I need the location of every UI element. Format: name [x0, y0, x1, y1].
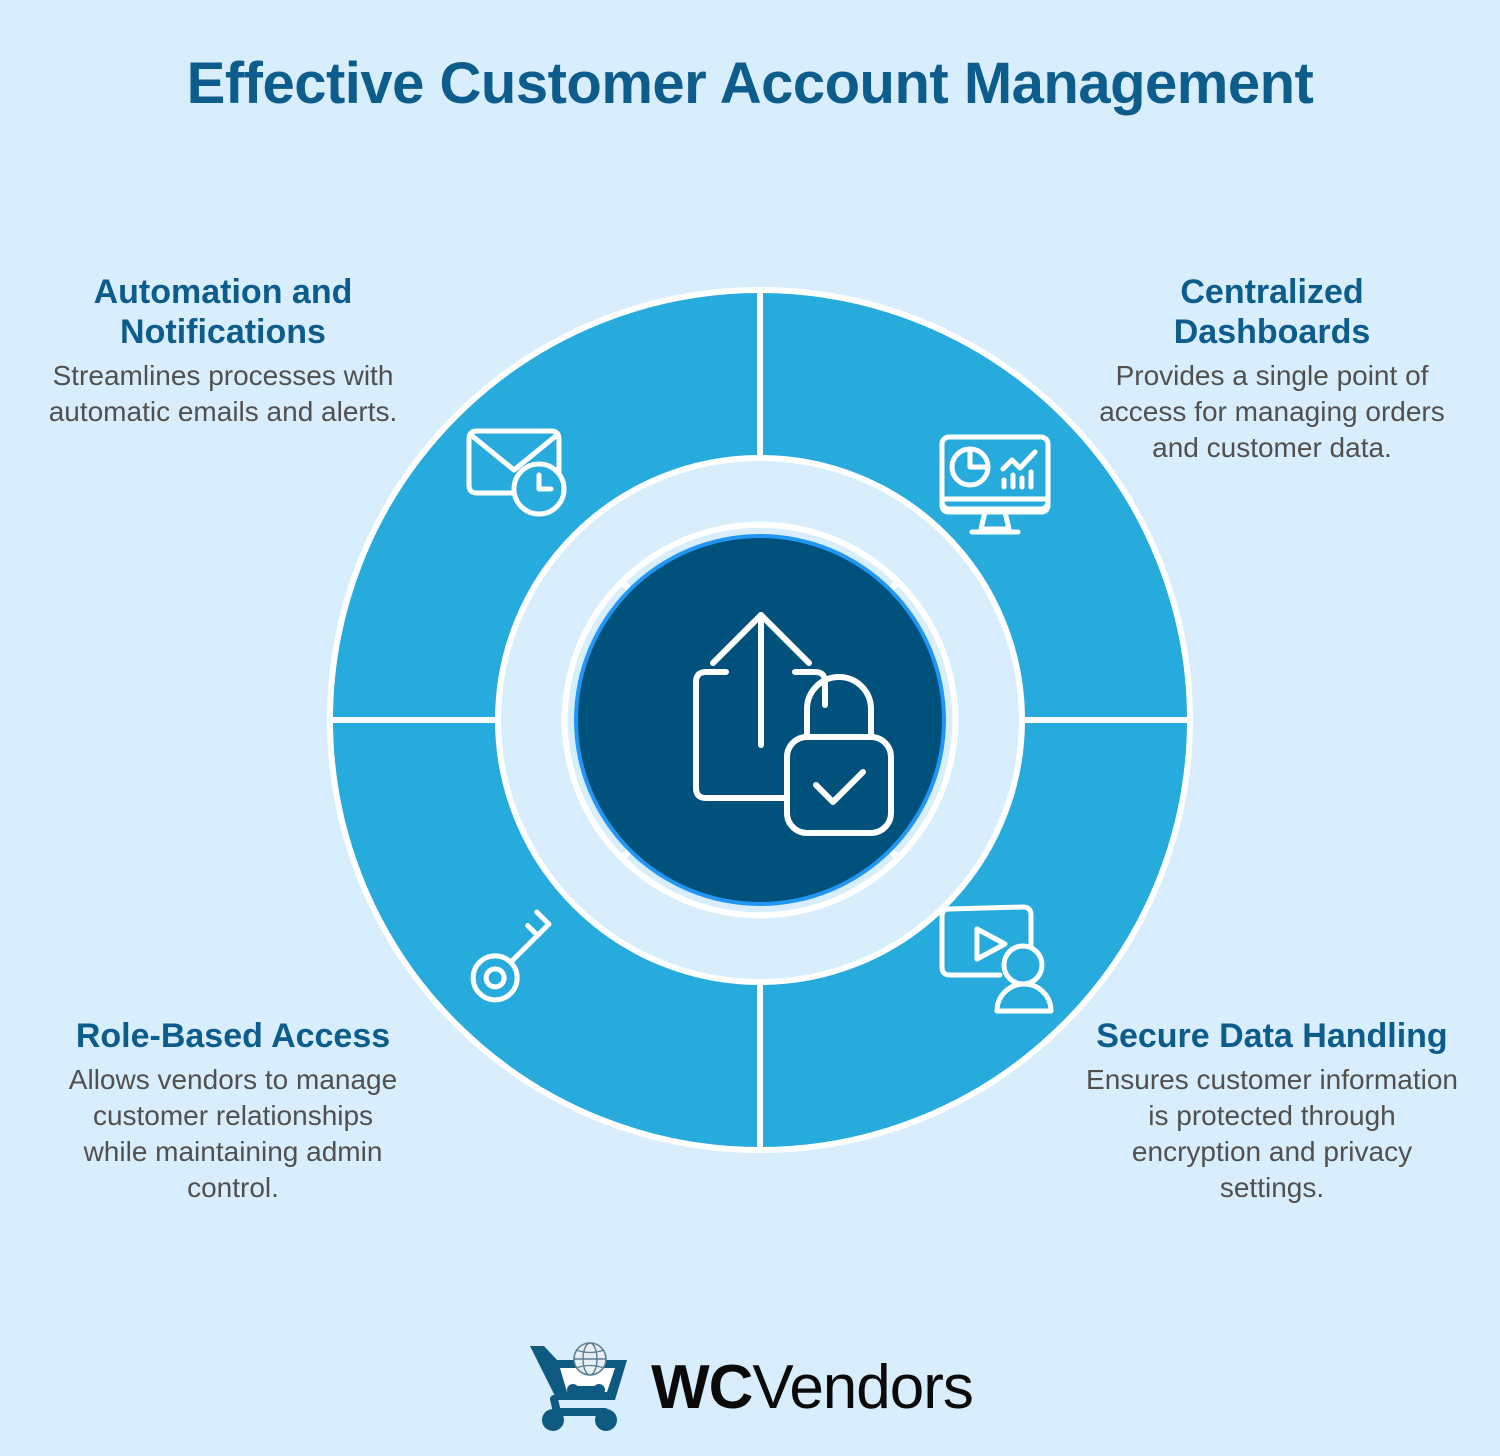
- brand-logo-text-bold: WC: [651, 1353, 753, 1422]
- quadrant-heading-role-based-access: Role-Based Access: [75, 1017, 391, 1055]
- quadrant-heading-dashboards: Centralized Dashboards: [1173, 273, 1371, 352]
- quadrant-heading-automation: Automation and Notifications: [93, 273, 353, 352]
- quadrant-text-dashboards: Centralized Dashboards Provides a single…: [1086, 272, 1458, 466]
- brand-logo: WCVendors: [0, 1342, 1500, 1434]
- shopping-cart-globe-icon: [530, 1342, 628, 1431]
- key-icon: [470, 909, 552, 1003]
- video-user-icon: [939, 904, 1054, 1014]
- quadrant-text-role-based-access: Role-Based Access Allows vendors to mana…: [58, 1016, 408, 1205]
- brand-logo-text-regular: Vendors: [752, 1353, 974, 1422]
- quadrant-text-secure-data: Secure Data Handling Ensures customer in…: [1086, 1016, 1458, 1205]
- dashboard-monitor-icon: [939, 434, 1051, 535]
- quadrant-description-dashboards: Provides a single point of access for ma…: [1099, 360, 1445, 463]
- quadrant-heading-secure-data: Secure Data Handling: [1096, 1017, 1448, 1055]
- email-clock-icon: [466, 428, 567, 517]
- brand-logo-text: WCVendors: [651, 1357, 974, 1419]
- quadrant-text-automation: Automation and Notifications Streamlines…: [38, 272, 408, 430]
- page-title: Effective Customer Account Management: [186, 51, 1314, 116]
- quadrant-description-role-based-access: Allows vendors to manage customer relati…: [68, 1064, 398, 1203]
- circular-diagram: [325, 285, 1195, 1155]
- quadrant-description-automation: Streamlines processes with automatic ema…: [48, 360, 398, 428]
- quadrant-description-secure-data: Ensures customer information is protecte…: [1086, 1064, 1458, 1203]
- secure-upload-icon: [693, 612, 894, 836]
